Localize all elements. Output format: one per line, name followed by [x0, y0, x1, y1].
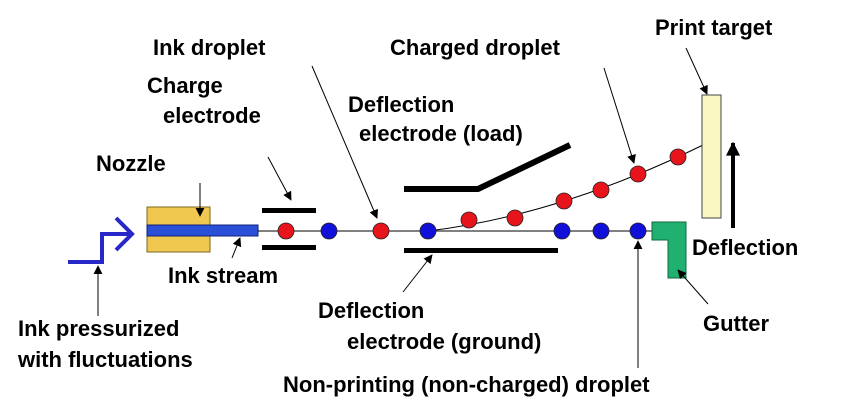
charged-droplet [669, 148, 687, 166]
label-charge-electrode-line1: Charge [147, 73, 223, 98]
charged-droplet [372, 222, 390, 240]
label-deflection-ground-line2: electrode (ground) [347, 329, 541, 354]
ink-stream [146, 224, 259, 237]
charged-droplet [629, 165, 647, 183]
label-ink-pressurized-line1: Ink pressurized [18, 316, 179, 341]
leader-deflection-ground [402, 254, 433, 293]
charge-electrode-top [262, 208, 316, 213]
leader-charged-droplet [603, 67, 636, 164]
label-non-printing-droplet: Non-printing (non-charged) droplet [283, 372, 650, 397]
deflection-electrode-load [404, 142, 572, 192]
print-target [701, 94, 722, 219]
label-print-target: Print target [655, 15, 773, 40]
gutter [651, 221, 687, 279]
leader-ink-stream [231, 237, 242, 259]
uncharged-droplet [592, 222, 610, 240]
uncharged-droplet [320, 222, 338, 240]
charged-droplet [555, 192, 573, 210]
label-charged-droplet: Charged droplet [390, 35, 561, 60]
uncharged-droplet [629, 222, 647, 240]
leader-ink-droplet [311, 65, 378, 219]
deflection-electrode-ground [404, 248, 558, 253]
charged-droplet [506, 209, 524, 227]
uncharged-droplet [553, 222, 571, 240]
label-deflection: Deflection [692, 235, 798, 260]
charged-droplet [277, 222, 295, 240]
pressure-arrow-icon [68, 232, 132, 264]
leader-print-target [685, 47, 708, 95]
uncharged-droplet [419, 222, 437, 240]
label-deflection-load-line1: Deflection [348, 92, 454, 117]
label-deflection-load-line2: electrode (load) [359, 121, 523, 146]
pressure-arrow-head [114, 216, 135, 252]
charge-electrode-bottom [262, 245, 316, 250]
leader-charge-electrode [267, 156, 292, 201]
charged-droplet [460, 211, 478, 229]
label-ink-stream: Ink stream [168, 263, 278, 288]
label-gutter: Gutter [703, 311, 769, 336]
charged-droplet [592, 181, 610, 199]
label-deflection-ground-line1: Deflection [318, 298, 424, 323]
label-ink-droplet: Ink droplet [153, 35, 266, 60]
leader-gutter [677, 269, 709, 305]
label-nozzle: Nozzle [96, 151, 166, 176]
label-ink-pressurized-line2: with fluctuations [17, 347, 193, 372]
label-charge-electrode-line2: electrode [163, 103, 261, 128]
